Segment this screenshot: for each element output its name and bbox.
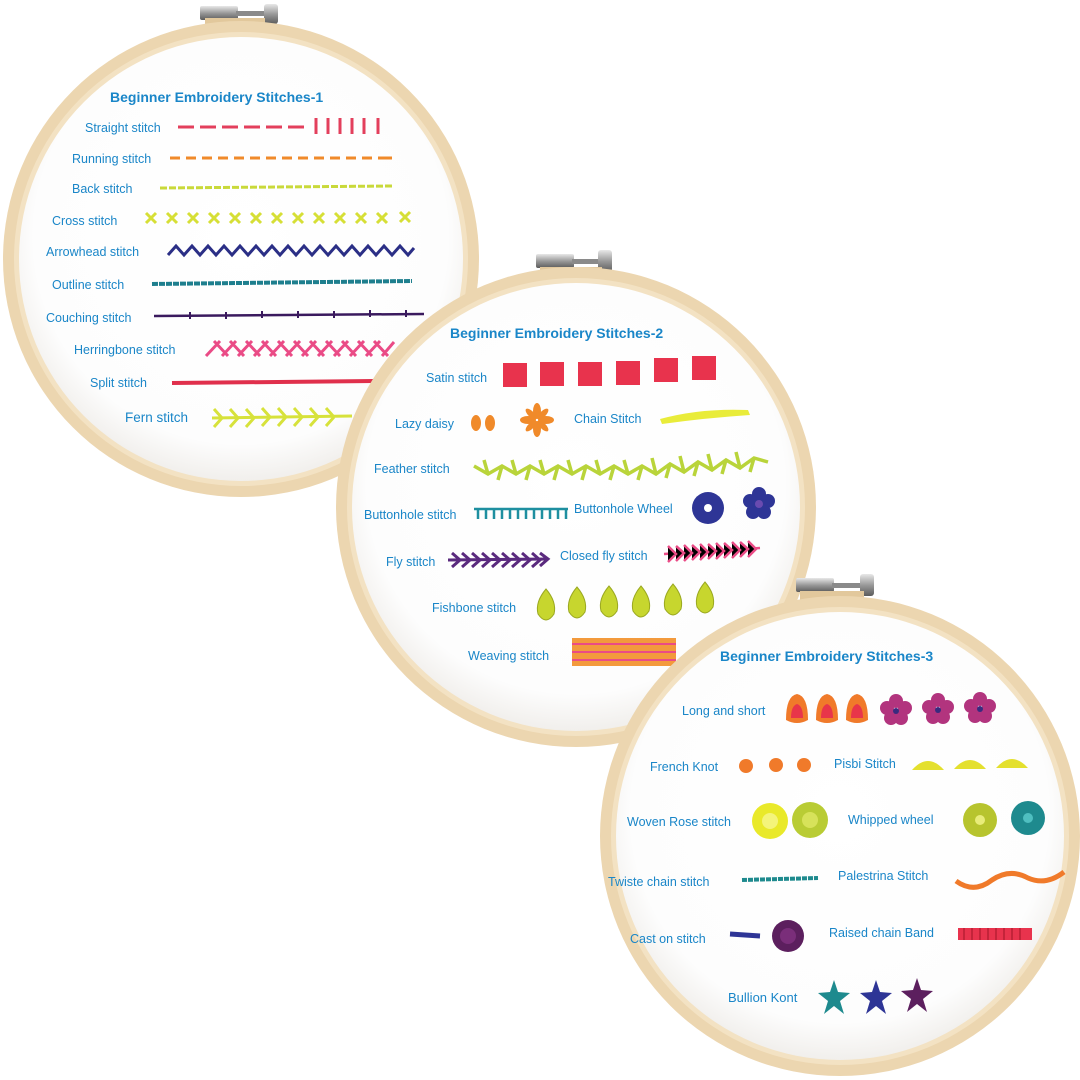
hoop-1-label-fern-stitch: Fern stitch xyxy=(125,410,188,425)
palestrina-stitch-sample xyxy=(954,869,1066,890)
hoop-1-label-couching-stitch: Couching stitch xyxy=(46,311,132,325)
hoop-2-label-lazy-daisy: Lazy daisy xyxy=(395,417,455,431)
buttonhole-stitch-sample xyxy=(474,507,568,519)
hoop-2-label-chain-stitch: Chain Stitch xyxy=(574,412,641,426)
hoop-1-label-back-stitch: Back stitch xyxy=(72,182,132,196)
twiste-chain-stitch-sample xyxy=(741,876,819,882)
raised-chain-band-sample xyxy=(958,928,1032,940)
long-and-short-sample xyxy=(786,692,996,725)
hoop-1-label-cross-stitch: Cross stitch xyxy=(52,214,117,228)
hoop-1-label-straight-stitch: Straight stitch xyxy=(85,121,161,135)
couching-stitch-sample xyxy=(153,310,425,319)
herringbone-stitch-sample xyxy=(204,339,396,358)
hoop-2-label-fishbone-stitch: Fishbone stitch xyxy=(432,601,516,615)
straight-stitch-sample xyxy=(178,118,380,134)
hoop-1-fabric xyxy=(19,37,463,481)
hoop-1-title: Beginner Embroidery Stitches-1 xyxy=(110,89,323,105)
fern-stitch-sample xyxy=(211,407,353,428)
outline-stitch-sample xyxy=(151,279,413,286)
french-knot-sample xyxy=(739,758,811,773)
cross-stitch-sample xyxy=(144,210,412,225)
hoop-3-fabric xyxy=(616,612,1064,1060)
hoop-2-label-feather-stitch: Feather stitch xyxy=(374,462,450,476)
arrowhead-stitch-sample xyxy=(166,243,416,258)
hoop-3-label-woven-rose-stitch: Woven Rose stitch xyxy=(627,815,731,829)
hoop-2-label-closed-fly-stitch: Closed fly stitch xyxy=(560,549,648,563)
hoop-3-label-pisbi-stitch: Pisbi Stitch xyxy=(834,757,896,771)
cast-on-stitch-sample xyxy=(729,920,804,952)
hoop-3-label-long-and-short: Long and short xyxy=(682,704,766,718)
hoop-2-label-weaving-stitch: Weaving stitch xyxy=(468,649,549,663)
buttonhole-wheel-sample xyxy=(692,487,775,524)
hoop-3-label-bullion-kont: Bullion Kont xyxy=(728,990,798,1005)
hoop-3-clamp xyxy=(796,574,874,601)
hoop-2-title: Beginner Embroidery Stitches-2 xyxy=(450,325,663,341)
hoop-3-title: Beginner Embroidery Stitches-3 xyxy=(720,648,933,664)
split-stitch-sample xyxy=(171,379,375,385)
fly-stitch-sample xyxy=(447,551,551,569)
hoop-2-label-buttonhole-wheel: Buttonhole Wheel xyxy=(574,502,673,516)
hoop-1-label-outline-stitch: Outline stitch xyxy=(52,278,124,292)
whipped-wheel-sample xyxy=(963,801,1045,837)
fishbone-stitch-sample xyxy=(536,581,715,621)
hoop-1-label-herringbone-stitch: Herringbone stitch xyxy=(74,343,175,357)
hoop-2-fabric xyxy=(352,283,800,731)
pisbi-stitch-sample xyxy=(912,759,1028,770)
hoop-1-label-arrowhead-stitch: Arrowhead stitch xyxy=(46,245,139,259)
hoop-2-label-fly-stitch: Fly stitch xyxy=(386,555,435,569)
feather-stitch-sample xyxy=(473,451,769,481)
hoop-3-label-twiste-chain-stitch: Twiste chain stitch xyxy=(608,875,709,889)
bullion-kont-sample xyxy=(818,978,933,1014)
hoop-3-label-french-knot: French Knot xyxy=(650,760,719,774)
closed-fly-stitch-sample xyxy=(663,540,761,563)
hoop-1: Beginner Embroidery Stitches-1 Straight … xyxy=(3,4,479,497)
weaving-stitch-sample xyxy=(572,638,676,666)
hoop-3: Beginner Embroidery Stitches-3 Long and … xyxy=(600,574,1080,1076)
hoop-2: Beginner Embroidery Stitches-2 Satin sti… xyxy=(336,250,816,747)
hoop-3-label-raised-chain-band: Raised chain Band xyxy=(829,926,934,940)
woven-rose-sample xyxy=(752,802,828,839)
hoop-1-label-split-stitch: Split stitch xyxy=(90,376,147,390)
hoop-3-label-palestrina-stitch: Palestrina Stitch xyxy=(838,869,928,883)
chain-stitch-sample xyxy=(660,409,750,424)
back-stitch-sample xyxy=(159,184,393,190)
hoop-2-label-satin-stitch: Satin stitch xyxy=(426,371,487,385)
hoop-2-label-buttonhole-stitch: Buttonhole stitch xyxy=(364,508,456,522)
hoop-3-label-whipped-wheel: Whipped wheel xyxy=(848,813,933,827)
lazy-daisy-sample xyxy=(471,403,554,437)
satin-stitch-sample xyxy=(503,356,716,387)
hoop-1-label-running-stitch: Running stitch xyxy=(72,152,151,166)
hoop-3-label-cast-on-stitch: Cast on stitch xyxy=(630,932,706,946)
